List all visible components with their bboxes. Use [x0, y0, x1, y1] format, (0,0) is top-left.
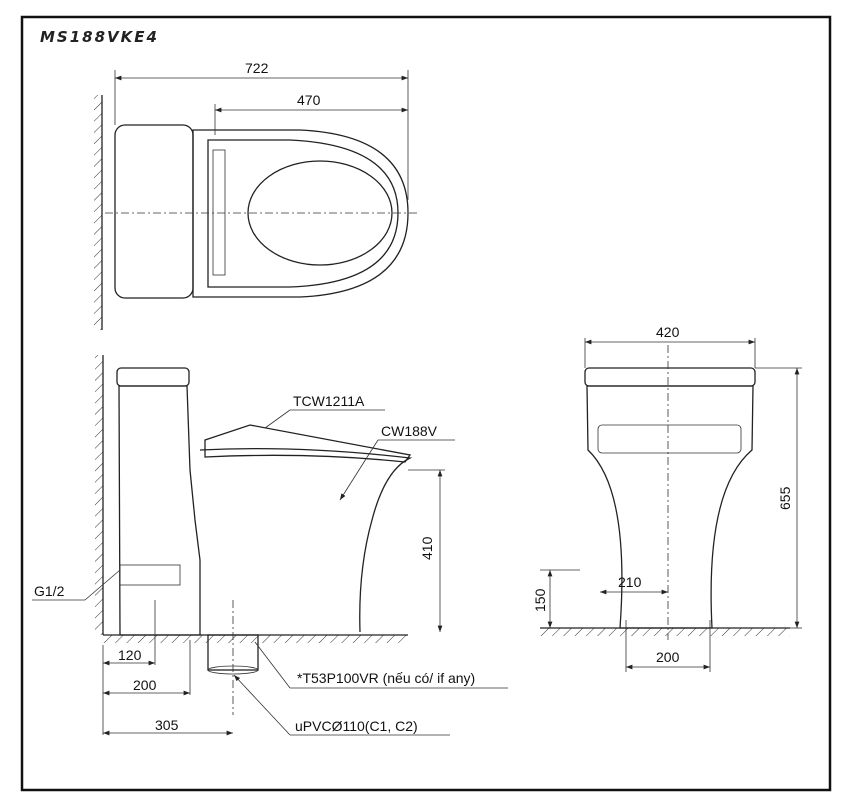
dim-200-front: 200 [656, 649, 680, 665]
dim-200: 200 [133, 677, 157, 693]
drawing-frame [20, 15, 832, 792]
dim-120: 120 [118, 647, 142, 663]
label-tcw1211a: TCW1211A [293, 393, 365, 409]
dim-722: 722 [245, 60, 269, 76]
dim-470: 470 [297, 92, 321, 108]
dim-210: 210 [618, 574, 642, 590]
model-title: MS188VKE4 [40, 28, 159, 46]
front-view: 420 655 150 210 200 [532, 324, 802, 672]
label-g1-2: G1/2 [34, 583, 65, 599]
dim-420: 420 [656, 324, 680, 340]
dim-150: 150 [532, 588, 548, 612]
dim-655: 655 [777, 486, 793, 510]
side-view: 410 TCW1211A CW188V G1/2 120 200 305 *T5… [32, 355, 508, 736]
label-upvc-pipe: uPVCØ110(C1, C2) [295, 718, 418, 734]
dim-410: 410 [419, 536, 435, 560]
dim-305: 305 [155, 717, 179, 733]
top-view: 722 470 [94, 60, 420, 330]
label-cw188v: CW188V [381, 423, 438, 439]
label-t53p100vr: *T53P100VR (nếu có/ if any) [297, 670, 475, 686]
